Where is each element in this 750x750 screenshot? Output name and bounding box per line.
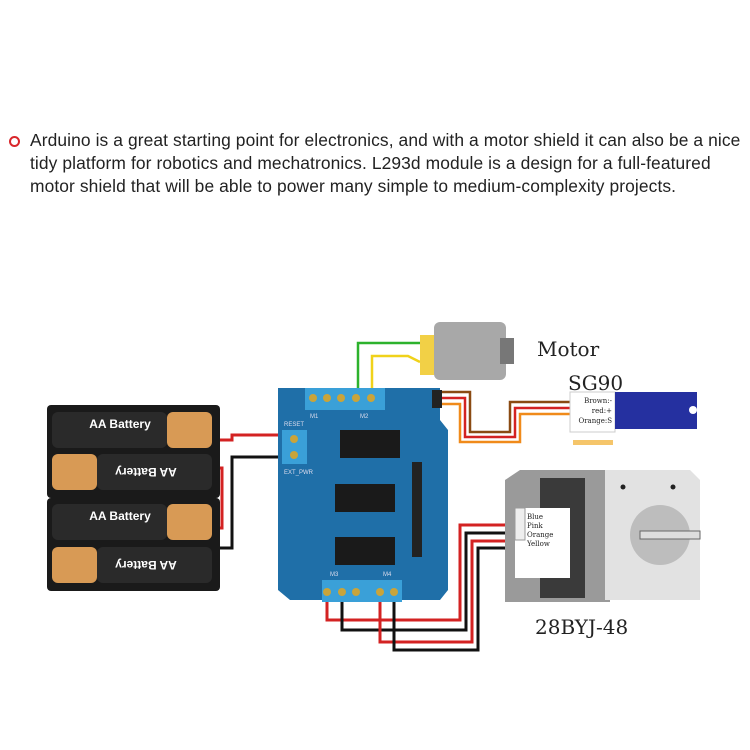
svg-text:Brown:-: Brown:-	[584, 397, 613, 405]
motor-wires	[356, 341, 421, 395]
svg-text:Pink: Pink	[527, 522, 543, 530]
svg-text:Blue: Blue	[527, 513, 543, 521]
svg-text:AA Battery: AA Battery	[115, 465, 177, 479]
sg90-servo: SG90 Brown:- red:+ Orange:S	[568, 371, 697, 445]
svg-text:EXT_PWR: EXT_PWR	[284, 470, 314, 476]
svg-text:Yellow: Yellow	[526, 540, 550, 548]
svg-text:28BYJ-48: 28BYJ-48	[535, 615, 628, 639]
svg-text:SG90: SG90	[568, 371, 623, 395]
svg-text:M2: M2	[360, 414, 369, 420]
dc-motor: Motor	[420, 322, 600, 380]
aa-battery-cell: AA Battery	[52, 547, 212, 583]
svg-text:Orange: Orange	[527, 531, 553, 539]
svg-text:AA Battery: AA Battery	[89, 417, 151, 431]
aa-battery-cell: AA Battery	[52, 412, 212, 448]
svg-text:red:+: red:+	[592, 407, 612, 415]
svg-text:M3: M3	[330, 572, 339, 578]
servo-wires	[440, 390, 570, 444]
svg-text:RESET: RESET	[284, 422, 304, 428]
bullet-icon	[9, 136, 20, 147]
battery-pack: AA Battery AA Battery AA Battery AA Batt…	[47, 405, 220, 591]
svg-text:AA Battery: AA Battery	[115, 558, 177, 572]
svg-text:M1: M1	[310, 414, 319, 420]
l293d-motor-shield: RESET EXT_PWR M1 M2 M3 M4	[278, 388, 448, 602]
stepper-motor: Blue Pink Orange Yellow 28BYJ-48	[505, 470, 701, 639]
svg-text:AA Battery: AA Battery	[89, 509, 151, 523]
svg-text:M4: M4	[383, 572, 392, 578]
svg-text:Orange:S: Orange:S	[578, 417, 612, 425]
aa-battery-cell: AA Battery	[52, 504, 212, 540]
description-text: Arduino is a great starting point for el…	[30, 130, 741, 196]
aa-battery-cell: AA Battery	[52, 454, 212, 490]
svg-text:Motor: Motor	[537, 337, 600, 361]
